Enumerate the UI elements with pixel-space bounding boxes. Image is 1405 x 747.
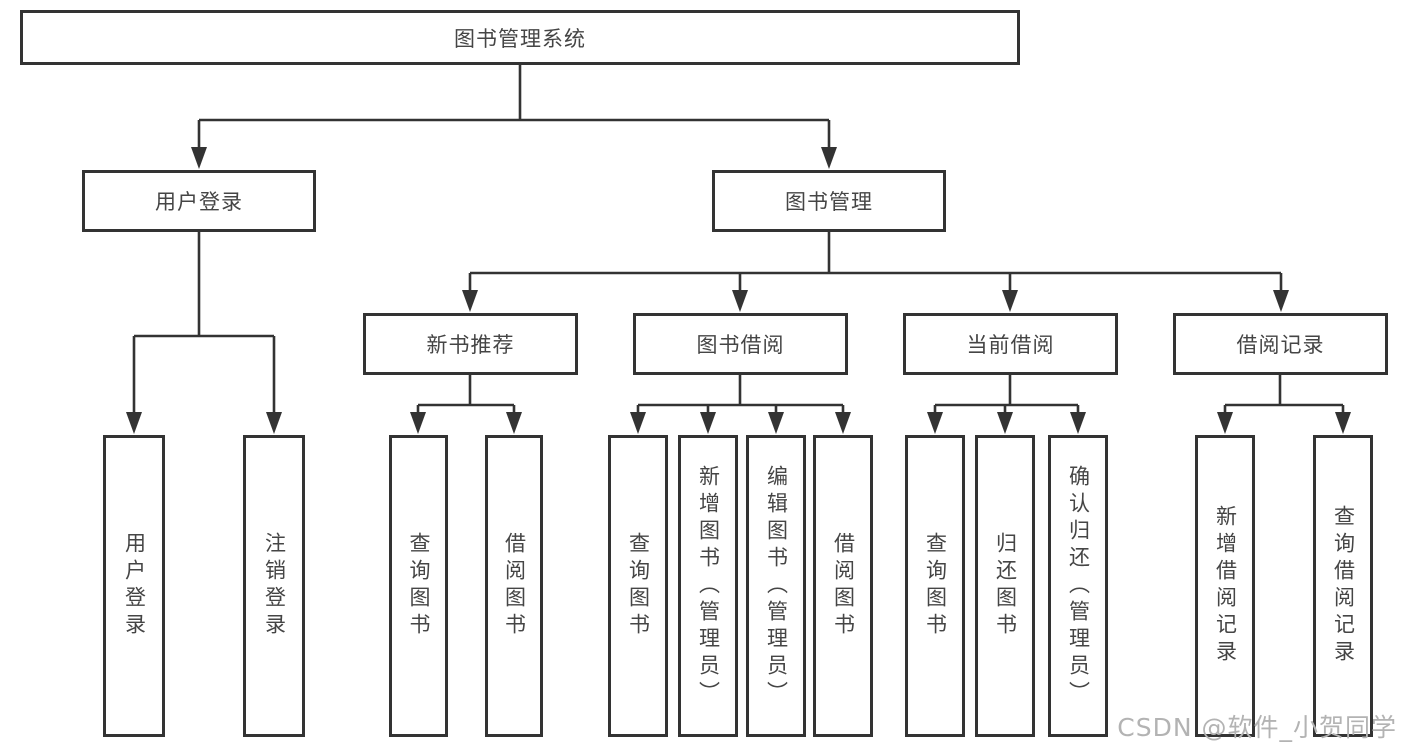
connector-book-mgmt-to-level3: [462, 232, 1289, 312]
connector-user-login-to-leaves: [126, 232, 282, 434]
node-current-borrow: 当前借阅: [903, 313, 1118, 375]
node-label: 新增借阅记录: [1213, 505, 1238, 667]
node-label: 图书借阅: [696, 333, 785, 357]
leaf-query-books-borrow: 查询图书: [608, 435, 668, 737]
connector-borrow-records-to-leaves: [1217, 375, 1351, 434]
connector-root-to-level2: [191, 65, 837, 169]
node-book-borrow: 图书借阅: [633, 313, 848, 375]
leaf-borrow-books: 借阅图书: [813, 435, 873, 737]
leaf-query-books-current: 查询图书: [905, 435, 965, 737]
connector-current-borrow-to-leaves: [927, 375, 1086, 434]
connector-new-book-to-leaves: [410, 375, 522, 434]
node-label: 归还图书: [993, 532, 1018, 640]
connector-book-borrow-to-leaves: [630, 375, 851, 434]
node-label: 确认归还（管理员）: [1066, 464, 1091, 708]
node-label: 新增图书（管理员）: [696, 464, 721, 708]
leaf-edit-books-admin: 编辑图书（管理员）: [746, 435, 806, 737]
node-label: 图书管理系统: [454, 26, 586, 51]
leaf-query-borrow-record: 查询借阅记录: [1313, 435, 1373, 737]
leaf-add-borrow-record: 新增借阅记录: [1195, 435, 1255, 737]
node-label: 查询图书: [626, 532, 651, 640]
node-label: 图书管理: [785, 190, 873, 214]
leaf-query-books-recommend: 查询图书: [389, 435, 448, 737]
node-user-login: 用户登录: [82, 170, 316, 232]
leaf-confirm-return-admin: 确认归还（管理员）: [1048, 435, 1108, 737]
node-label: 查询借阅记录: [1331, 505, 1356, 667]
leaf-add-books-admin: 新增图书（管理员）: [678, 435, 738, 737]
node-label: 当前借阅: [966, 333, 1055, 357]
node-label: 借阅图书: [502, 532, 527, 640]
node-label: 用户登录: [122, 532, 147, 640]
node-library-system: 图书管理系统: [20, 10, 1020, 65]
node-label: 新书推荐: [426, 333, 515, 357]
node-label: 用户登录: [155, 190, 243, 214]
node-new-book-recommend: 新书推荐: [363, 313, 578, 375]
node-label: 编辑图书（管理员）: [764, 464, 789, 708]
leaf-user-login: 用户登录: [103, 435, 165, 737]
node-book-management: 图书管理: [712, 170, 946, 232]
node-borrow-records: 借阅记录: [1173, 313, 1388, 375]
node-label: 查询图书: [923, 532, 948, 640]
node-label: 注销登录: [262, 532, 287, 640]
node-label: 查询图书: [407, 532, 431, 640]
node-label: 借阅图书: [831, 532, 856, 640]
node-label: 借阅记录: [1236, 333, 1325, 357]
csdn-watermark: CSDN @软件_小贺同学: [1117, 713, 1397, 742]
leaf-return-books: 归还图书: [975, 435, 1035, 737]
leaf-borrow-books-recommend: 借阅图书: [485, 435, 543, 737]
leaf-logout: 注销登录: [243, 435, 305, 737]
